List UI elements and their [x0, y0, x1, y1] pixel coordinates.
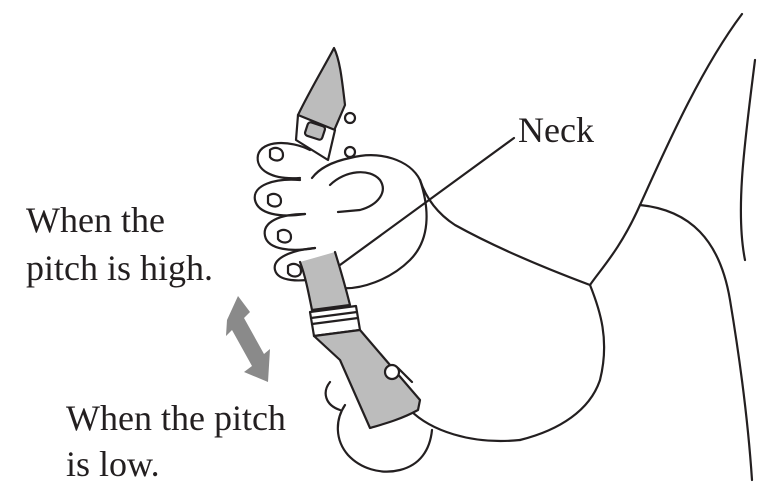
neck-ring-line-2	[310, 316, 360, 326]
fingernail-1	[268, 146, 285, 162]
lower-hand	[336, 403, 434, 473]
fingernail-2	[266, 192, 283, 208]
key-knob	[383, 363, 401, 381]
neck-tube	[298, 250, 352, 312]
thumb	[328, 171, 384, 214]
ligature-window	[303, 121, 327, 141]
ligature-screw-bottom	[343, 145, 357, 159]
ligature-screw-top	[343, 111, 357, 125]
body-tube	[312, 328, 422, 430]
sleeve-inner-fold	[638, 203, 754, 482]
right-hand-lower	[408, 408, 522, 443]
body-outline	[739, 58, 757, 262]
finger-3	[263, 212, 317, 251]
finger-4	[273, 246, 322, 282]
key-rod	[396, 366, 414, 384]
high-pitch-label-line1: When the	[26, 200, 165, 240]
low-pitch-label-line1: When the pitch	[66, 398, 286, 438]
fingernail-3	[276, 228, 293, 244]
right-forearm-top	[418, 178, 592, 287]
fingernail-4	[286, 262, 303, 278]
low-pitch-label-line2: is low.	[66, 444, 160, 484]
double-headed-arrow-icon	[226, 296, 270, 382]
neck-leader-line	[338, 136, 516, 267]
lower-hand-fingers	[324, 380, 342, 412]
finger-1	[256, 141, 312, 180]
finger-2	[253, 178, 307, 217]
left-hand-wrist	[338, 178, 428, 290]
right-forearm-bottom	[518, 283, 606, 442]
high-pitch-label-line2: pitch is high.	[26, 248, 213, 288]
neck-label: Neck	[518, 110, 594, 150]
neck-ring-line-1	[309, 310, 359, 320]
sleeve-outline	[588, 12, 744, 287]
